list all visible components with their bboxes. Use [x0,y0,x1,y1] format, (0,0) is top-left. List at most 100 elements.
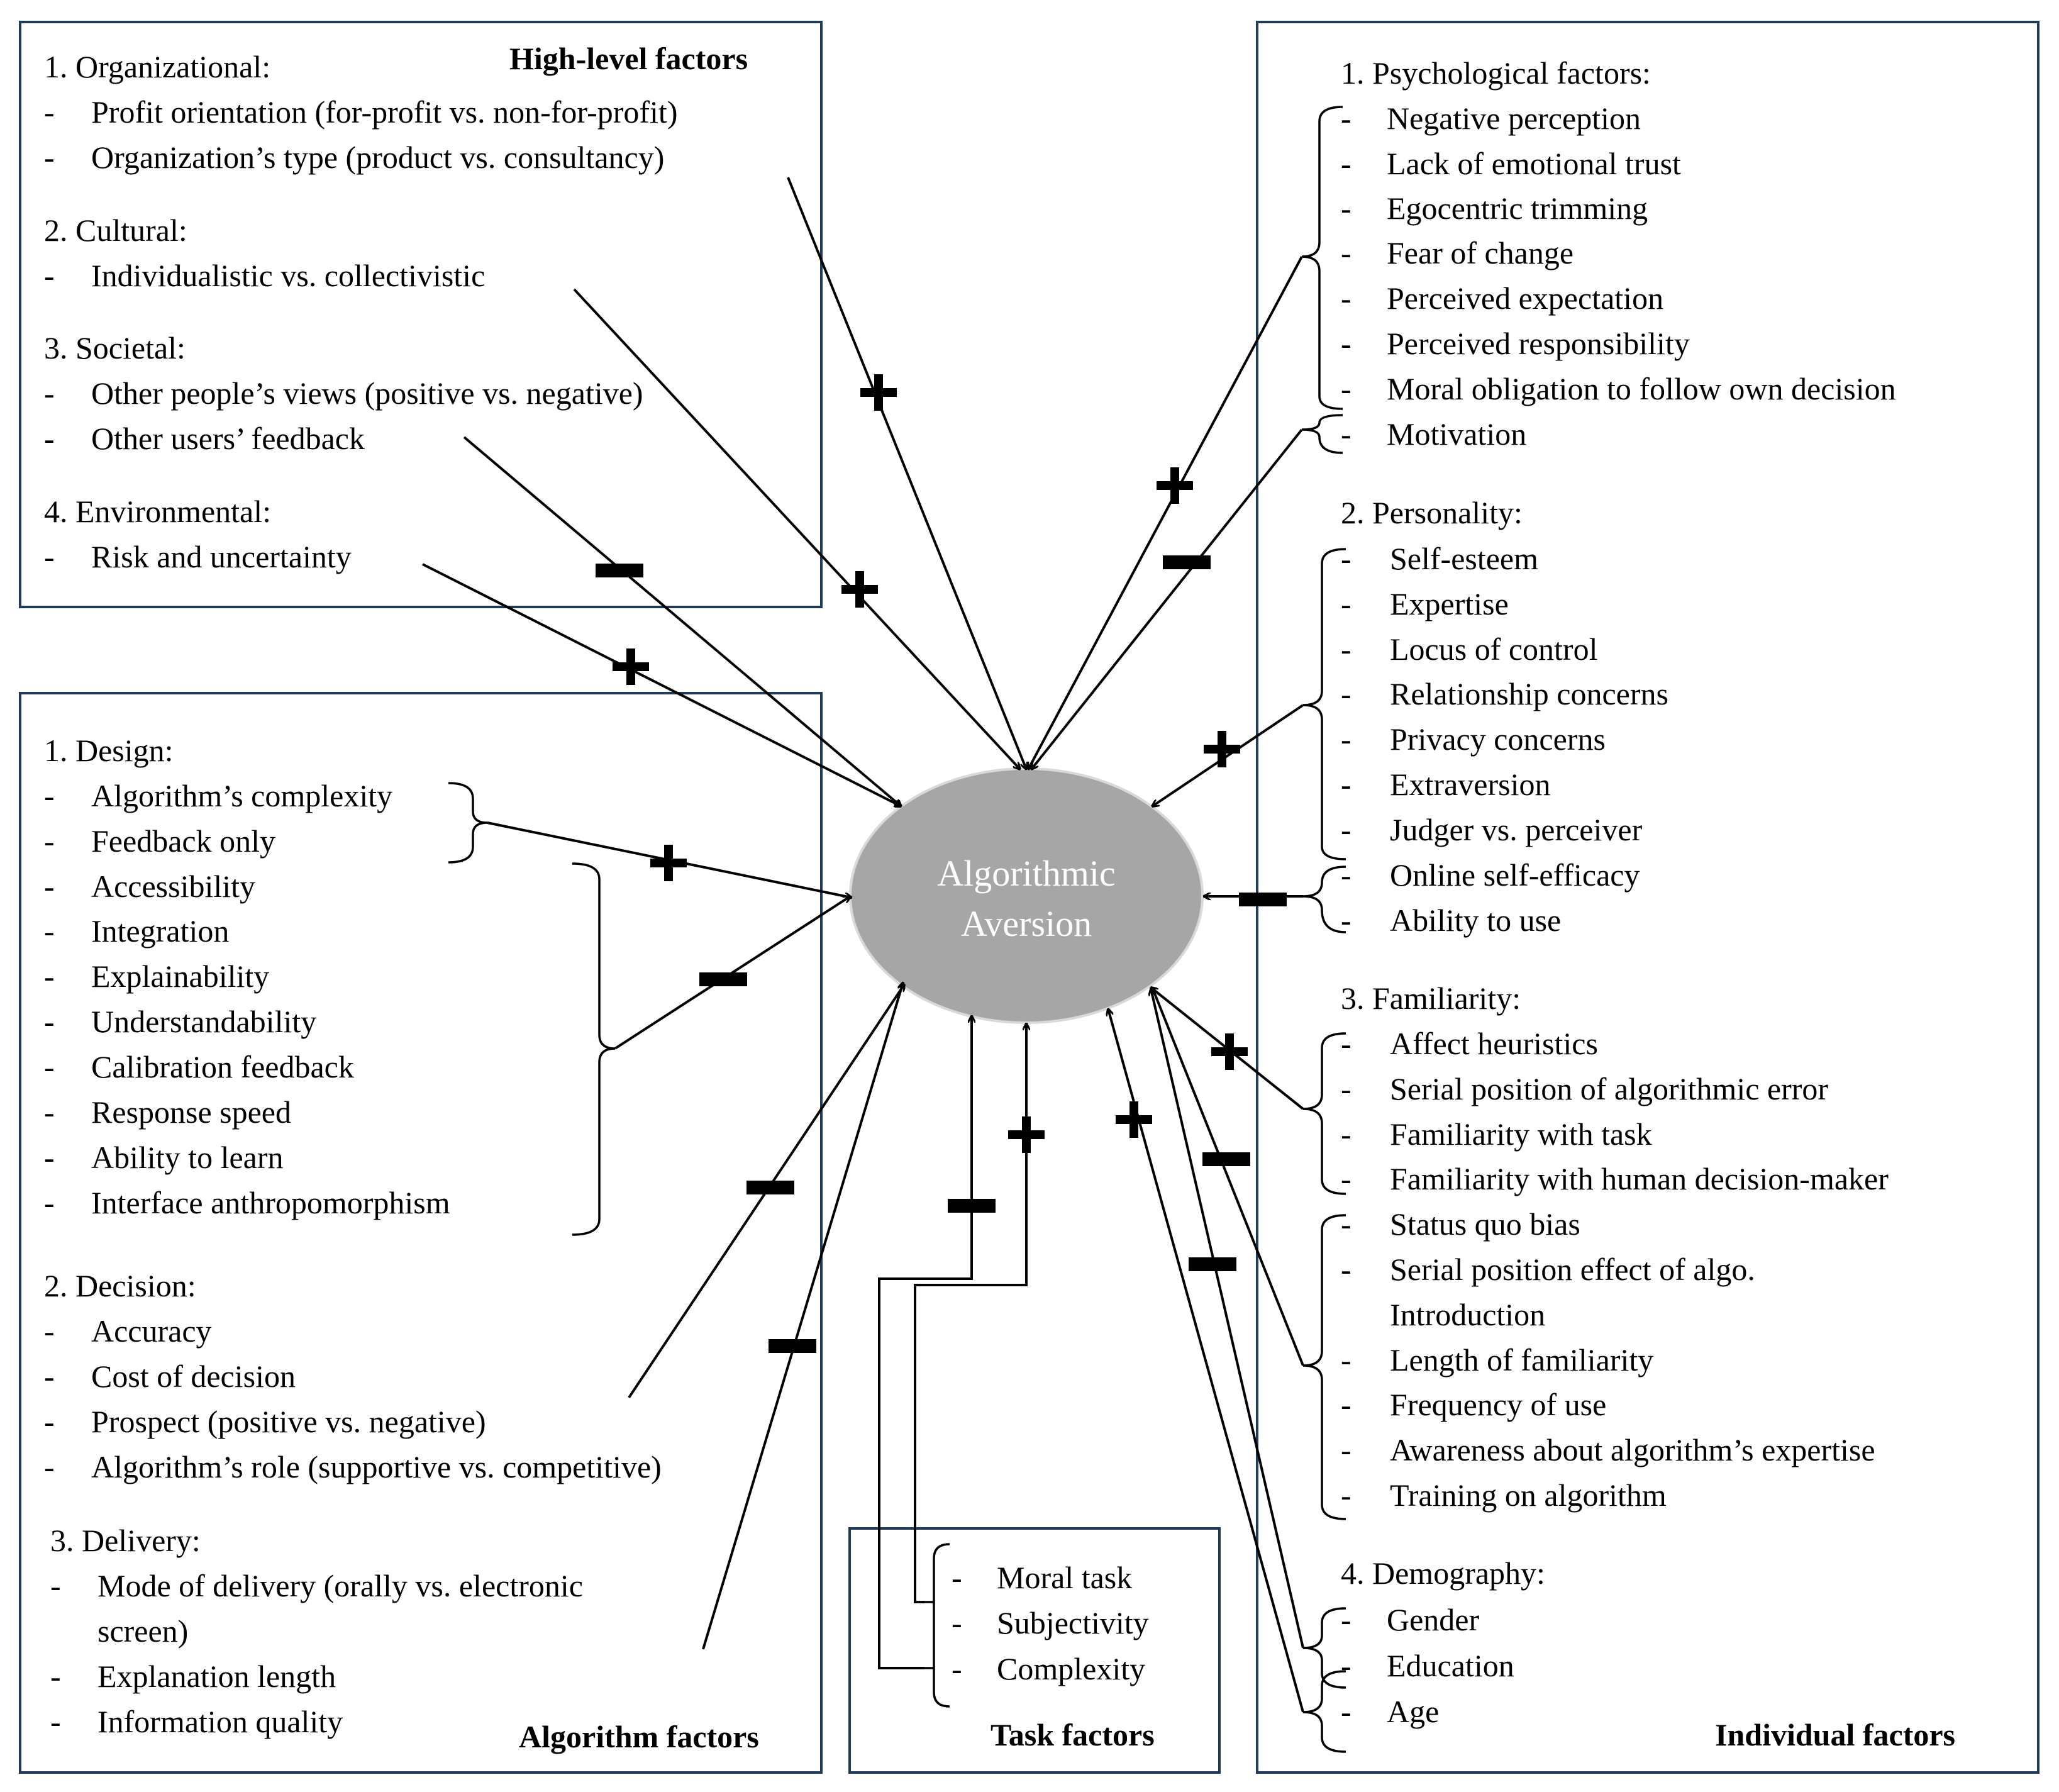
item-feedback-only: Feedback only [91,823,275,859]
dash: - [50,1568,61,1603]
heading-decision: 2. Decision: [44,1268,196,1303]
dash: - [44,913,55,949]
item-locus-of-control: Locus of control [1390,632,1597,667]
minus-sign-societal [596,564,643,577]
item-ability-to-use: Ability to use [1390,903,1561,938]
item-individualistic: Individualistic vs. collectivistic [91,258,485,293]
arrow-cultural [573,288,1020,769]
individual-factors-title: Individual factors [1715,1717,1955,1752]
plus-sign-organizational [860,374,897,411]
dash: - [44,94,55,130]
dash: - [1341,767,1351,802]
arrow-personality [1152,704,1304,806]
bracket-familiarity-rest [1302,1214,1346,1520]
item-serial-position-error: Serial position of algorithmic error [1390,1071,1828,1106]
item-moral-task: Moral task [997,1560,1132,1595]
dash: - [1341,812,1351,847]
dash: - [1341,1252,1351,1287]
dash: - [1341,721,1351,757]
dash: - [44,140,55,175]
item-complexity: Complexity [997,1651,1145,1686]
dash: - [1341,416,1351,452]
algorithm-factors-title: Algorithm factors [519,1719,759,1754]
minus-sign-decision [746,1181,794,1194]
item-judger-vs-perceiver: Judger vs. perceiver [1390,812,1643,847]
item-education: Education [1387,1648,1514,1683]
item-cost-of-decision: Cost of decision [91,1359,296,1394]
item-awareness-expertise: Awareness about algorithm’s expertise [1390,1432,1875,1467]
dash: - [1341,235,1351,270]
dash: - [1341,1161,1351,1196]
heading-societal: 3. Societal: [44,330,186,365]
dash: - [1341,1387,1351,1422]
item-explanation-length: Explanation length [97,1659,336,1694]
dash: - [1341,586,1351,621]
bracket-education-age [1302,1670,1346,1753]
minus-sign-familiarity-rest [1202,1152,1250,1166]
item-subjectivity: Subjectivity [997,1605,1149,1640]
task-factors-title: Task factors [991,1717,1155,1752]
heading-demography: 4. Demography: [1341,1555,1545,1591]
bracket-design-top [448,782,488,864]
item-familiarity-task: Familiarity with task [1390,1116,1652,1152]
plus-sign-task-subjectivity [1008,1116,1045,1153]
item-mode-of-delivery: Mode of delivery (orally vs. electronic [97,1568,583,1603]
arrow-gender-education [1151,989,1304,1649]
dash: - [1341,326,1351,361]
bracket-familiarity [1302,1032,1346,1195]
item-familiarity-human: Familiarity with human decision-maker [1390,1161,1889,1196]
item-affect-heuristics: Affect heuristics [1390,1026,1598,1061]
arrow-education-age [1108,1009,1304,1713]
dash: - [44,1404,55,1439]
item-accuracy: Accuracy [91,1313,212,1349]
heading-cultural: 2. Cultural: [44,213,187,248]
dash: - [952,1605,962,1640]
item-integration: Integration [91,913,229,949]
dash: - [50,1659,61,1694]
item-profit-orientation: Profit orientation (for-profit vs. non-f… [91,94,677,130]
dash: - [1341,371,1351,406]
arrow-societal [463,436,901,806]
heading-environmental: 4. Environmental: [44,494,271,529]
minus-sign-demography-age [1189,1257,1236,1271]
dash: - [1341,1342,1351,1377]
item-other-users-feedback: Other users’ feedback [91,421,365,456]
item-gender: Gender [1387,1602,1479,1637]
dash: - [44,1449,55,1484]
item-calibration-feedback: Calibration feedback [91,1049,354,1084]
center-label-line1: Algorithmic [937,853,1116,894]
arrow-environmental [422,563,901,806]
dash: - [44,421,55,456]
item-ability-to-learn: Ability to learn [91,1140,284,1175]
algorithm-factor-list: 1. Design: - Algorithm’s complexity - Fe… [44,733,662,1739]
dash: - [1341,281,1351,316]
dash: - [1341,857,1351,893]
dash: - [1341,1648,1351,1683]
item-response-speed: Response speed [91,1094,291,1130]
arrow-familiarity-rest [1153,989,1304,1366]
item-expertise: Expertise [1390,586,1509,621]
heading-familiarity: 3. Familiarity: [1341,981,1521,1016]
algorithm-factors-box [19,692,823,1774]
arrow-psychological [1028,256,1303,769]
dash: - [952,1560,962,1595]
item-motivation: Motivation [1387,416,1526,452]
dash: - [1341,1432,1351,1467]
dash: - [1341,1602,1351,1637]
bracket-gender-education [1302,1607,1346,1689]
dash: - [44,1049,55,1084]
item-interface-anthropomorphism: Interface anthropomorphism [91,1185,450,1220]
dash: - [1341,1116,1351,1152]
item-frequency-of-use: Frequency of use [1390,1387,1606,1422]
item-risk-uncertainty: Risk and uncertainty [91,539,352,574]
dash: - [44,1359,55,1394]
task-factor-list: - Moral task - Subjectivity - Complexity [952,1560,1149,1686]
high-level-factors-title: High-level factors [509,41,748,76]
item-relationship-concerns: Relationship concerns [1390,676,1668,711]
task-factors-box [848,1527,1221,1774]
dash: - [44,823,55,859]
arrow-delivery [702,982,903,1650]
item-lack-emotional-trust: Lack of emotional trust [1387,146,1681,181]
dash: - [44,1313,55,1349]
item-organization-type: Organization’s type (product vs. consult… [91,140,664,175]
